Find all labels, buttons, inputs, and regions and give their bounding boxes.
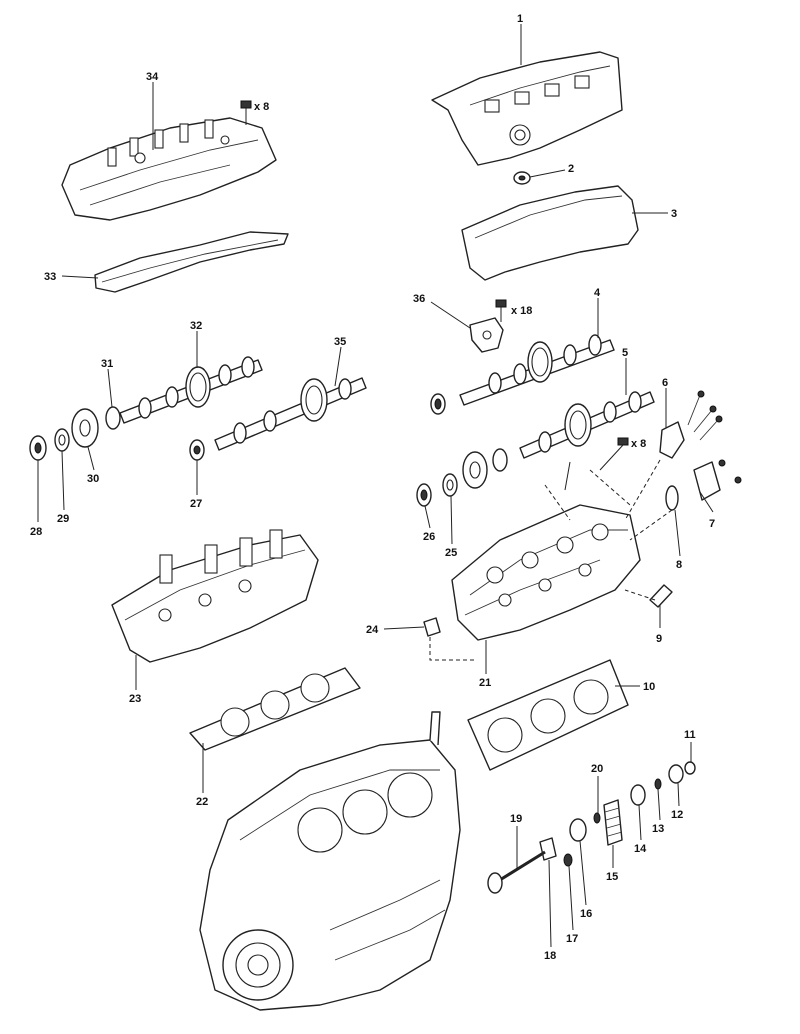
seal-28 xyxy=(29,435,47,461)
label-19: 19 xyxy=(510,813,522,825)
label-3: 3 xyxy=(671,208,677,220)
spring-15 xyxy=(603,799,623,846)
label-10: 10 xyxy=(643,681,655,693)
oil-filler-seal xyxy=(513,171,531,185)
label-18: 18 xyxy=(544,950,556,962)
retainer-14 xyxy=(630,784,646,806)
label-2: 2 xyxy=(568,163,574,175)
seal-27 xyxy=(189,439,205,461)
ring-right xyxy=(492,448,508,472)
label-5: 5 xyxy=(622,347,628,359)
label-6: 6 xyxy=(662,377,668,389)
part-labels: 1 2 3 4 5 6 7 8 9 10 11 12 13 14 15 16 1… xyxy=(30,13,715,962)
seal-26 xyxy=(416,483,432,507)
qty-head-bolts: x 8 xyxy=(631,438,646,450)
label-9: 9 xyxy=(656,633,662,645)
right-cover-gasket xyxy=(461,185,639,281)
valve-19 xyxy=(487,850,546,894)
part-7 xyxy=(693,459,742,501)
label-32: 32 xyxy=(190,320,202,332)
part-20 xyxy=(593,812,601,824)
sprocket-spacer xyxy=(462,451,488,489)
right-cylinder-head xyxy=(451,504,641,641)
label-24: 24 xyxy=(366,624,379,636)
label-16: 16 xyxy=(580,908,592,920)
label-35: 35 xyxy=(334,336,346,348)
label-23: 23 xyxy=(129,693,141,705)
label-1: 1 xyxy=(517,13,523,25)
cam-cap-bolt: x 18 xyxy=(495,299,532,322)
label-36: 36 xyxy=(413,293,425,305)
label-17: 17 xyxy=(566,933,578,945)
label-11: 11 xyxy=(684,729,696,741)
label-34: 34 xyxy=(146,71,159,83)
right-camshaft-5 xyxy=(519,391,655,459)
bracket-6 xyxy=(659,390,723,459)
label-13: 13 xyxy=(652,823,664,835)
qty-cam-cap-bolts: x 18 xyxy=(511,305,532,317)
left-cylinder-head xyxy=(111,529,319,663)
guide-18 xyxy=(539,837,557,861)
label-12: 12 xyxy=(671,809,683,821)
label-31: 31 xyxy=(101,358,113,370)
plug-24 xyxy=(423,617,441,637)
label-26: 26 xyxy=(423,531,435,543)
seal-17 xyxy=(563,853,573,867)
engine-block xyxy=(199,711,461,1011)
ring-11 xyxy=(684,761,696,775)
label-30: 30 xyxy=(87,473,99,485)
label-33: 33 xyxy=(44,271,56,283)
ring-31 xyxy=(105,406,121,430)
left-cover-bolt: x 8 xyxy=(240,100,269,125)
left-camshaft-32 xyxy=(119,356,263,424)
part-8 xyxy=(665,485,679,511)
label-25: 25 xyxy=(445,547,457,559)
right-valve-cover xyxy=(431,51,623,166)
label-7: 7 xyxy=(709,518,715,530)
left-cover-gasket xyxy=(94,231,289,293)
left-head-gasket xyxy=(189,667,361,751)
keeper-13 xyxy=(654,778,662,790)
label-15: 15 xyxy=(606,871,618,883)
label-28: 28 xyxy=(30,526,42,538)
camshaft-bearing-cap xyxy=(469,317,504,353)
label-29: 29 xyxy=(57,513,69,525)
label-21: 21 xyxy=(479,677,491,689)
qty-left-cover-bolts: x 8 xyxy=(254,101,269,113)
left-valve-cover xyxy=(61,117,277,221)
sprocket-30 xyxy=(71,408,99,448)
seat-16 xyxy=(569,818,587,842)
left-camshaft-35 xyxy=(214,377,367,451)
right-camshaft-4 xyxy=(459,334,615,406)
label-27: 27 xyxy=(190,498,202,510)
right-head-gasket xyxy=(467,659,629,771)
camshaft-oil-seal xyxy=(430,393,446,415)
cap-12 xyxy=(668,764,684,784)
label-20: 20 xyxy=(591,763,603,775)
seal-25 xyxy=(442,473,458,497)
label-4: 4 xyxy=(594,287,601,299)
label-14: 14 xyxy=(634,843,647,855)
head-bolt: x 8 xyxy=(564,437,646,491)
leader-lines xyxy=(37,24,714,948)
label-8: 8 xyxy=(676,559,682,571)
seal-29 xyxy=(54,428,70,452)
part-9 xyxy=(649,584,673,608)
label-22: 22 xyxy=(196,796,208,808)
